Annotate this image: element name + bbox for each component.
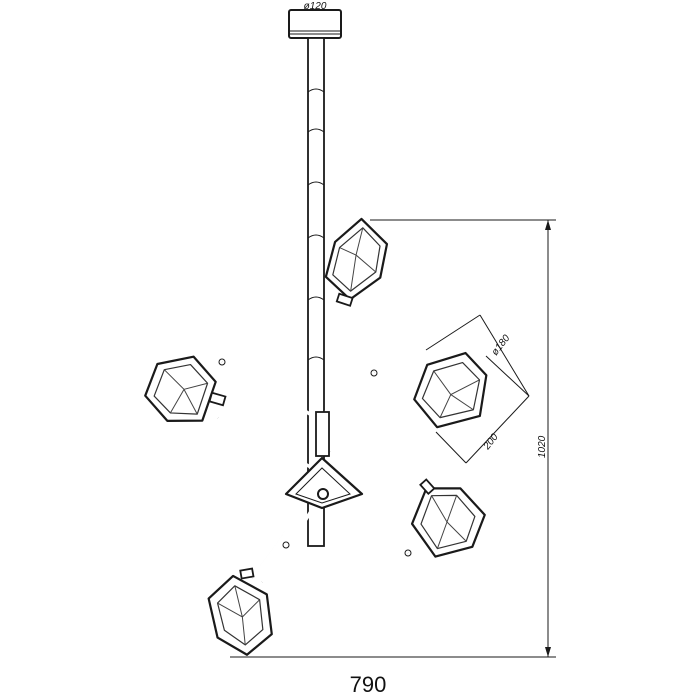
arm-to-right-shade (324, 410, 430, 490)
canopy-diameter-label: ø120 (304, 1, 327, 12)
ceiling-canopy (288, 9, 342, 39)
arm-left-long (217, 416, 321, 474)
total-height-label: 1020 (537, 435, 548, 458)
shade-lower-right (410, 478, 486, 558)
shade-top (324, 217, 389, 307)
shade-dimension-lines (425, 314, 530, 464)
shade-left (144, 355, 227, 422)
total-width-label: 790 (350, 672, 387, 697)
shade-height-label: 200 (481, 432, 501, 453)
arm-left-short (218, 358, 321, 422)
arm-to-lower-right-shade (329, 450, 431, 514)
arm-lower-right (321, 496, 412, 557)
arm-to-bottom-shade (250, 493, 320, 584)
height-dimension-line (230, 219, 556, 658)
shade-bottom (207, 567, 273, 656)
shade-right (413, 351, 488, 429)
central-hub (284, 411, 364, 510)
